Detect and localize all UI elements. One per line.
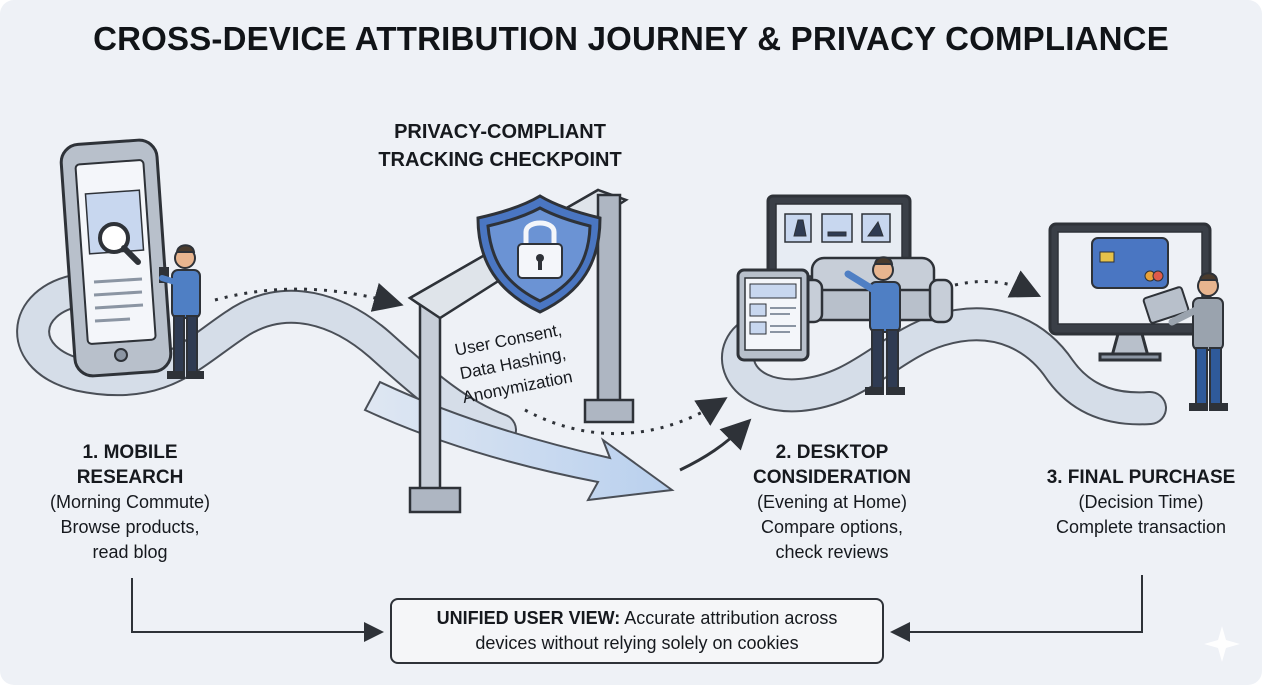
connector-left <box>131 578 384 642</box>
stage-heading: 3. FINAL PURCHASE <box>1046 467 1236 488</box>
person-desktop-icon <box>844 256 905 395</box>
unified-user-view-text: UNIFIED USER VIEW: Accurate attribution … <box>437 606 838 656</box>
stage-desc-line2: read blog <box>92 542 168 562</box>
checkpoint-title: PRIVACY-COMPLIANT TRACKING CHECKPOINT <box>330 118 670 174</box>
stage-context: (Evening at Home) <box>756 492 908 512</box>
dotted-arrow-3 <box>954 270 1042 298</box>
solid-arrow <box>679 418 752 472</box>
stage-desc-line2: check reviews <box>775 542 889 562</box>
stage-desc-line1: Compare options, <box>760 517 904 537</box>
unified-label: UNIFIED USER VIEW: <box>436 608 621 628</box>
stage-heading-line2: CONSIDERATION <box>753 467 911 488</box>
smartphone-icon <box>59 138 173 378</box>
unified-user-view-box: UNIFIED USER VIEW: Accurate attribution … <box>390 598 884 664</box>
person-purchase-icon <box>1142 272 1228 411</box>
checkpoint-title-line2: TRACKING CHECKPOINT <box>378 149 622 171</box>
connector-right <box>890 575 1143 642</box>
purchase-monitor-icon <box>1048 222 1212 362</box>
stage-mobile-research: 1. MOBILE RESEARCH (Morning Commute) Bro… <box>30 440 230 565</box>
person-mobile-icon <box>159 244 204 379</box>
unified-text-line2: devices without relying solely on cookie… <box>475 633 799 653</box>
tablet-icon <box>736 268 810 362</box>
stage-desc: Complete transaction <box>1055 517 1227 537</box>
stage-heading-line2: RESEARCH <box>76 467 184 488</box>
checkpoint-title-line1: PRIVACY-COMPLIANT <box>394 121 606 143</box>
unified-text-line1: Accurate attribution across <box>620 608 838 628</box>
sparkle-icon <box>1204 626 1240 662</box>
stage-desc-line1: Browse products, <box>60 517 200 537</box>
stage-desktop-consideration: 2. DESKTOP CONSIDERATION (Evening at Hom… <box>722 440 942 565</box>
stage-heading-line1: 1. MOBILE <box>82 442 178 463</box>
shield-lock-icon <box>476 194 602 314</box>
stage-context: (Decision Time) <box>1078 492 1204 512</box>
stage-final-purchase: 3. FINAL PURCHASE (Decision Time) Comple… <box>1030 465 1252 540</box>
dotted-arrow-1 <box>214 282 404 312</box>
journey-road <box>16 273 1167 447</box>
stage-heading-line1: 2. DESKTOP <box>775 442 889 463</box>
diagram-title: CROSS-DEVICE ATTRIBUTION JOURNEY & PRIVA… <box>93 20 1169 57</box>
stage-context: (Morning Commute) <box>49 492 211 512</box>
